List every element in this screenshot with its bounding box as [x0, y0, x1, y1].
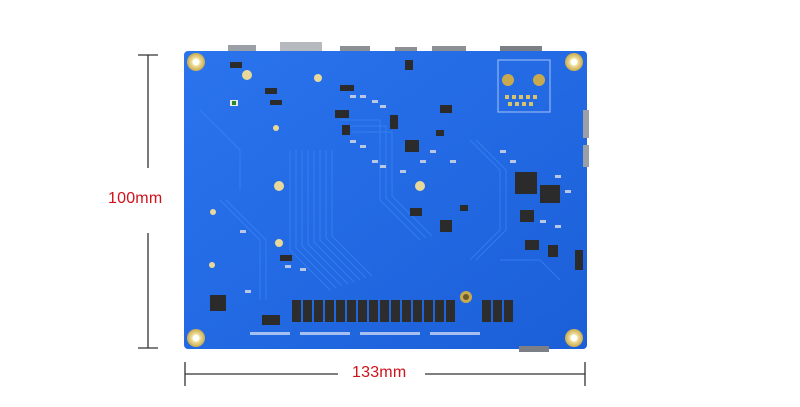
right-edge-connectors: [519, 110, 589, 352]
height-dimension-label: 100mm: [108, 190, 163, 207]
passive-components: [240, 95, 571, 293]
bottom-header-row: [292, 300, 513, 322]
test-pads: [209, 70, 472, 303]
top-connectors: [228, 42, 542, 53]
bottom-silkscreen: [250, 332, 480, 335]
smd-components: [210, 60, 583, 325]
height-dimension-line: [138, 54, 158, 349]
pcb-traces: [199, 109, 561, 300]
pcb-board: [184, 51, 587, 349]
width-dimension-line: [184, 362, 586, 386]
width-dimension-label: 133mm: [352, 364, 407, 381]
mounting-holes: [187, 53, 583, 347]
ethernet-port-outline: [497, 59, 551, 113]
